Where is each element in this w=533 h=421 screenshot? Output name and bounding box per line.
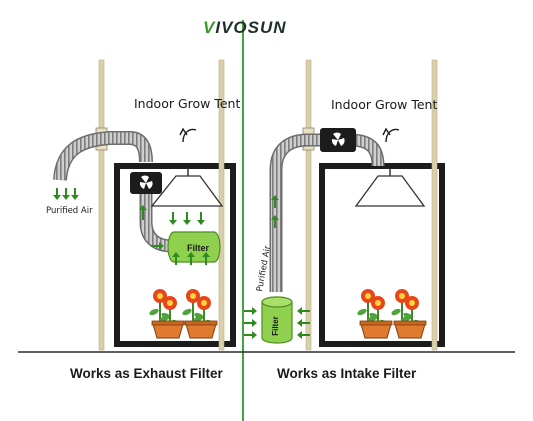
support-pole: [305, 59, 312, 351]
pole-clamp: [302, 127, 315, 135]
curved-arrow-icon: [385, 128, 400, 143]
support-pole: [431, 59, 438, 351]
caption-intake: Works as Intake Filter: [277, 366, 417, 381]
tent-label-left: Indoor Grow Tent: [134, 96, 241, 111]
purified-air-label-left: Purified Air: [46, 206, 93, 216]
grow-light-hood: [150, 168, 224, 207]
support-pole: [98, 59, 105, 351]
tent-label-right: Indoor Grow Tent: [331, 97, 438, 112]
curved-arrow-icon: [182, 128, 197, 143]
inline-fan: [130, 172, 162, 194]
filter-label: Filter: [271, 316, 280, 336]
filter-label: Filter: [187, 243, 210, 253]
inline-fan: [320, 128, 356, 152]
airflow-arrows: [139, 205, 210, 265]
grow-light-hood: [354, 168, 426, 207]
airflow-arrows: [244, 195, 310, 339]
left-panel: Filter: [53, 59, 236, 351]
brand-logo: VIVOSUN: [203, 18, 287, 37]
purified-air-arrows: [53, 188, 79, 200]
right-panel: Filter: [244, 59, 445, 351]
caption-exhaust: Works as Exhaust Filter: [70, 366, 223, 381]
